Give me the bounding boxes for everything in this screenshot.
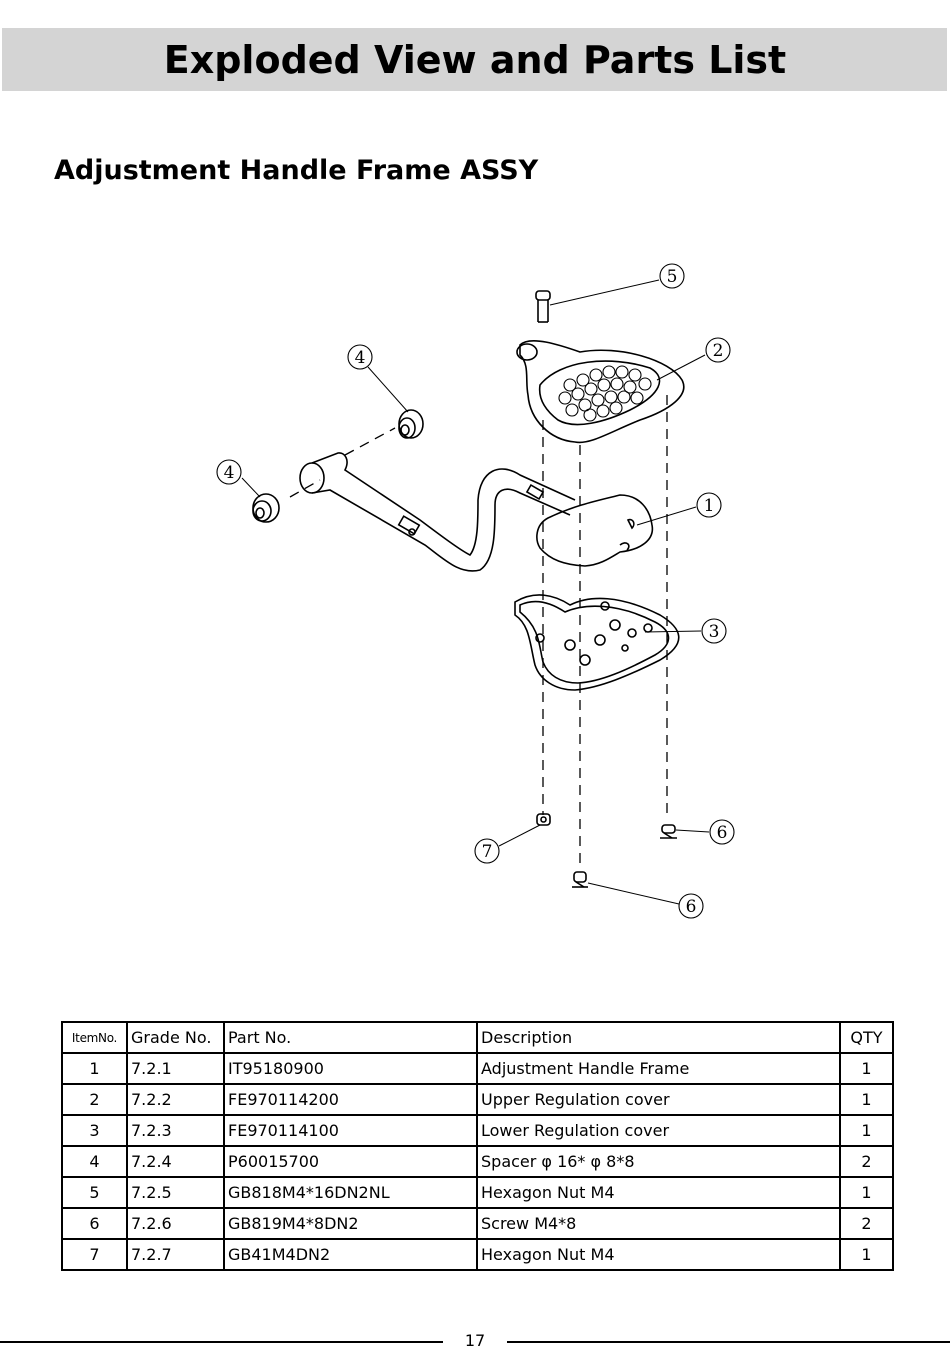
spacer-part-4-lower xyxy=(252,493,280,523)
cell-grade-no: 7.2.1 xyxy=(126,1052,225,1085)
header-part-no: Part No. xyxy=(223,1021,478,1054)
cell-description: Screw M4*8 xyxy=(476,1207,841,1240)
cell-description: Adjustment Handle Frame xyxy=(476,1052,841,1085)
upper-cover-part-2 xyxy=(516,340,685,444)
nut-part-7 xyxy=(536,813,551,826)
cell-qty: 1 xyxy=(839,1052,894,1085)
cell-item-no: 6 xyxy=(61,1207,128,1240)
header-band xyxy=(2,28,947,91)
lower-cover-part-3 xyxy=(514,594,680,691)
table-row: 7 7.2.7 GB41M4DN2 Hexagon Nut M4 1 xyxy=(61,1238,894,1271)
cell-description: Spacer φ 16* φ 8*8 xyxy=(476,1145,841,1178)
footer-rule-right xyxy=(507,1341,950,1343)
header-qty: QTY xyxy=(839,1021,894,1054)
cell-part-no: GB818M4*16DN2NL xyxy=(223,1176,478,1209)
table-row: 5 7.2.5 GB818M4*16DN2NL Hexagon Nut M4 1 xyxy=(61,1176,894,1209)
page-number: 17 xyxy=(464,1331,486,1350)
plate-part-1 xyxy=(536,494,654,567)
callout-6-label: 6 xyxy=(717,823,728,843)
callout-circles xyxy=(216,263,735,919)
table-row: 6 7.2.6 GB819M4*8DN2 Screw M4*8 2 xyxy=(61,1207,894,1240)
parts-table: ItemNo. Grade No. Part No. Description Q… xyxy=(61,1021,894,1271)
cell-item-no: 1 xyxy=(61,1052,128,1085)
table-row: 3 7.2.3 FE970114100 Lower Regulation cov… xyxy=(61,1114,894,1147)
cell-item-no: 7 xyxy=(61,1238,128,1271)
spacer-part-4-upper xyxy=(398,409,424,439)
cell-item-no: 3 xyxy=(61,1114,128,1147)
callout-3-label: 3 xyxy=(709,622,720,642)
callout-2-label: 2 xyxy=(713,341,724,361)
handle-frame-part-1 xyxy=(299,452,576,572)
section-title: Adjustment Handle Frame ASSY xyxy=(54,155,539,186)
cell-qty: 1 xyxy=(839,1176,894,1209)
callout-1-label: 1 xyxy=(704,496,715,516)
header-item-no: ItemNo. xyxy=(61,1021,128,1054)
cell-qty: 1 xyxy=(839,1114,894,1147)
leader-lines xyxy=(241,279,710,905)
cell-item-no: 4 xyxy=(61,1145,128,1178)
cell-grade-no: 7.2.7 xyxy=(126,1238,225,1271)
table-header-row: ItemNo. Grade No. Part No. Description Q… xyxy=(61,1021,894,1054)
cell-description: Hexagon Nut M4 xyxy=(476,1238,841,1271)
screw-part-6-right xyxy=(660,824,677,839)
cell-part-no: FE970114200 xyxy=(223,1083,478,1116)
screw-part-5 xyxy=(535,290,551,323)
cell-part-no: GB41M4DN2 xyxy=(223,1238,478,1271)
table-row: 2 7.2.2 FE970114200 Upper Regulation cov… xyxy=(61,1083,894,1116)
cell-grade-no: 7.2.5 xyxy=(126,1176,225,1209)
cell-part-no: FE970114100 xyxy=(223,1114,478,1147)
page-title: Exploded View and Parts List xyxy=(163,38,787,82)
cell-part-no: GB819M4*8DN2 xyxy=(223,1207,478,1240)
cell-description: Upper Regulation cover xyxy=(476,1083,841,1116)
cell-grade-no: 7.2.4 xyxy=(126,1145,225,1178)
callout-7-label: 7 xyxy=(482,842,493,862)
cell-qty: 2 xyxy=(839,1145,894,1178)
callout-6-label: 6 xyxy=(686,897,697,917)
header-description: Description xyxy=(476,1021,841,1054)
cell-grade-no: 7.2.6 xyxy=(126,1207,225,1240)
table-row: 4 7.2.4 P60015700 Spacer φ 16* φ 8*8 2 xyxy=(61,1145,894,1178)
cell-part-no: P60015700 xyxy=(223,1145,478,1178)
cell-part-no: IT95180900 xyxy=(223,1052,478,1085)
cell-item-no: 5 xyxy=(61,1176,128,1209)
callout-4-label: 4 xyxy=(224,463,235,483)
cell-description: Lower Regulation cover xyxy=(476,1114,841,1147)
cell-qty: 1 xyxy=(839,1238,894,1271)
footer-rule-left xyxy=(0,1341,443,1343)
table-row: 1 7.2.1 IT95180900 Adjustment Handle Fra… xyxy=(61,1052,894,1085)
cell-qty: 2 xyxy=(839,1207,894,1240)
exploded-view-diagram: 5 2 4 4 1 3 6 7 6 xyxy=(216,263,735,919)
cell-grade-no: 7.2.3 xyxy=(126,1114,225,1147)
cell-qty: 1 xyxy=(839,1083,894,1116)
cell-grade-no: 7.2.2 xyxy=(126,1083,225,1116)
header-grade-no: Grade No. xyxy=(126,1021,225,1054)
cell-item-no: 2 xyxy=(61,1083,128,1116)
cell-description: Hexagon Nut M4 xyxy=(476,1176,841,1209)
screw-part-6-bottom xyxy=(572,871,588,888)
callout-5-label: 5 xyxy=(667,267,678,287)
callout-4-label: 4 xyxy=(355,348,366,368)
